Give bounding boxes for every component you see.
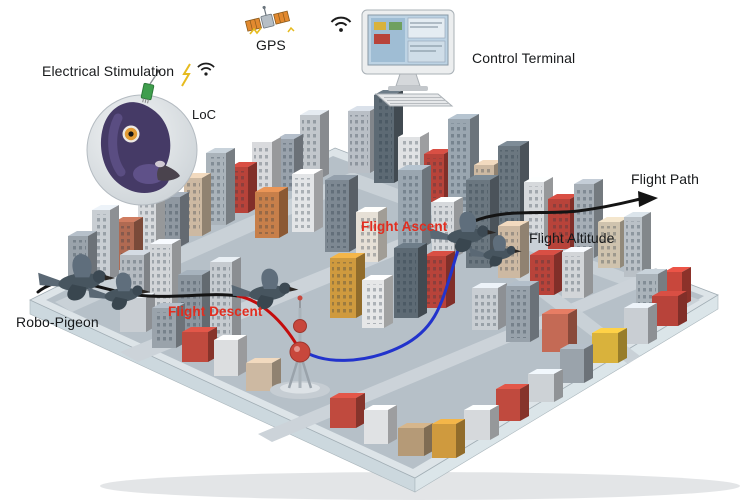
tv-tower-icon — [270, 295, 330, 399]
city-buildings — [68, 90, 691, 458]
flight-altitude-label: Flight Altitude — [529, 230, 615, 246]
building — [214, 335, 247, 376]
building — [624, 303, 657, 344]
loc-label: LoC — [192, 107, 217, 122]
pigeon-head-icon — [86, 62, 215, 206]
building — [472, 283, 507, 330]
building — [652, 291, 687, 326]
building — [592, 328, 627, 363]
stimulation-bolt-icon — [181, 63, 191, 87]
building — [325, 175, 358, 252]
building — [530, 250, 563, 295]
building — [300, 110, 329, 179]
flight-path-segment-cruise-right — [470, 197, 642, 224]
building — [255, 187, 288, 238]
electrical-stimulation-label: Electrical Stimulation — [42, 63, 175, 79]
flight-path-arrowhead-icon — [638, 191, 658, 207]
building — [624, 212, 651, 277]
building — [356, 207, 387, 262]
building — [506, 281, 539, 342]
robo-pigeon-label: Robo-Pigeon — [16, 314, 99, 330]
wifi-signal-icon — [197, 62, 215, 77]
building — [364, 405, 397, 444]
flight-path-segment-descent — [236, 294, 300, 349]
building — [210, 257, 241, 350]
building — [394, 243, 427, 318]
building — [292, 169, 323, 232]
building — [542, 309, 577, 352]
control-terminal-monitor-icon — [361, 9, 455, 107]
gps-satellite-icon — [244, 5, 295, 35]
building — [92, 205, 119, 280]
building — [330, 393, 365, 428]
building — [562, 247, 593, 298]
chip-antenna — [149, 71, 159, 85]
building — [464, 405, 499, 440]
building — [206, 148, 235, 225]
flight-path-label: Flight Path — [631, 171, 700, 187]
pigeon-beak — [157, 164, 180, 181]
building — [184, 173, 211, 236]
building — [398, 423, 433, 456]
wifi-signal-icon — [330, 16, 352, 33]
building — [398, 165, 431, 248]
loc-chip-icon — [140, 82, 155, 104]
building — [496, 384, 529, 421]
building — [362, 275, 393, 328]
building — [528, 369, 563, 402]
control-terminal-label: Control Terminal — [472, 50, 576, 66]
building — [246, 358, 281, 391]
building — [330, 253, 365, 318]
flight-descent-label: Flight Descent — [168, 304, 263, 319]
flight-ascent-label: Flight Ascent — [361, 219, 448, 234]
gps-label: GPS — [256, 37, 286, 53]
building — [432, 419, 465, 458]
building — [182, 327, 217, 362]
building — [560, 344, 593, 383]
